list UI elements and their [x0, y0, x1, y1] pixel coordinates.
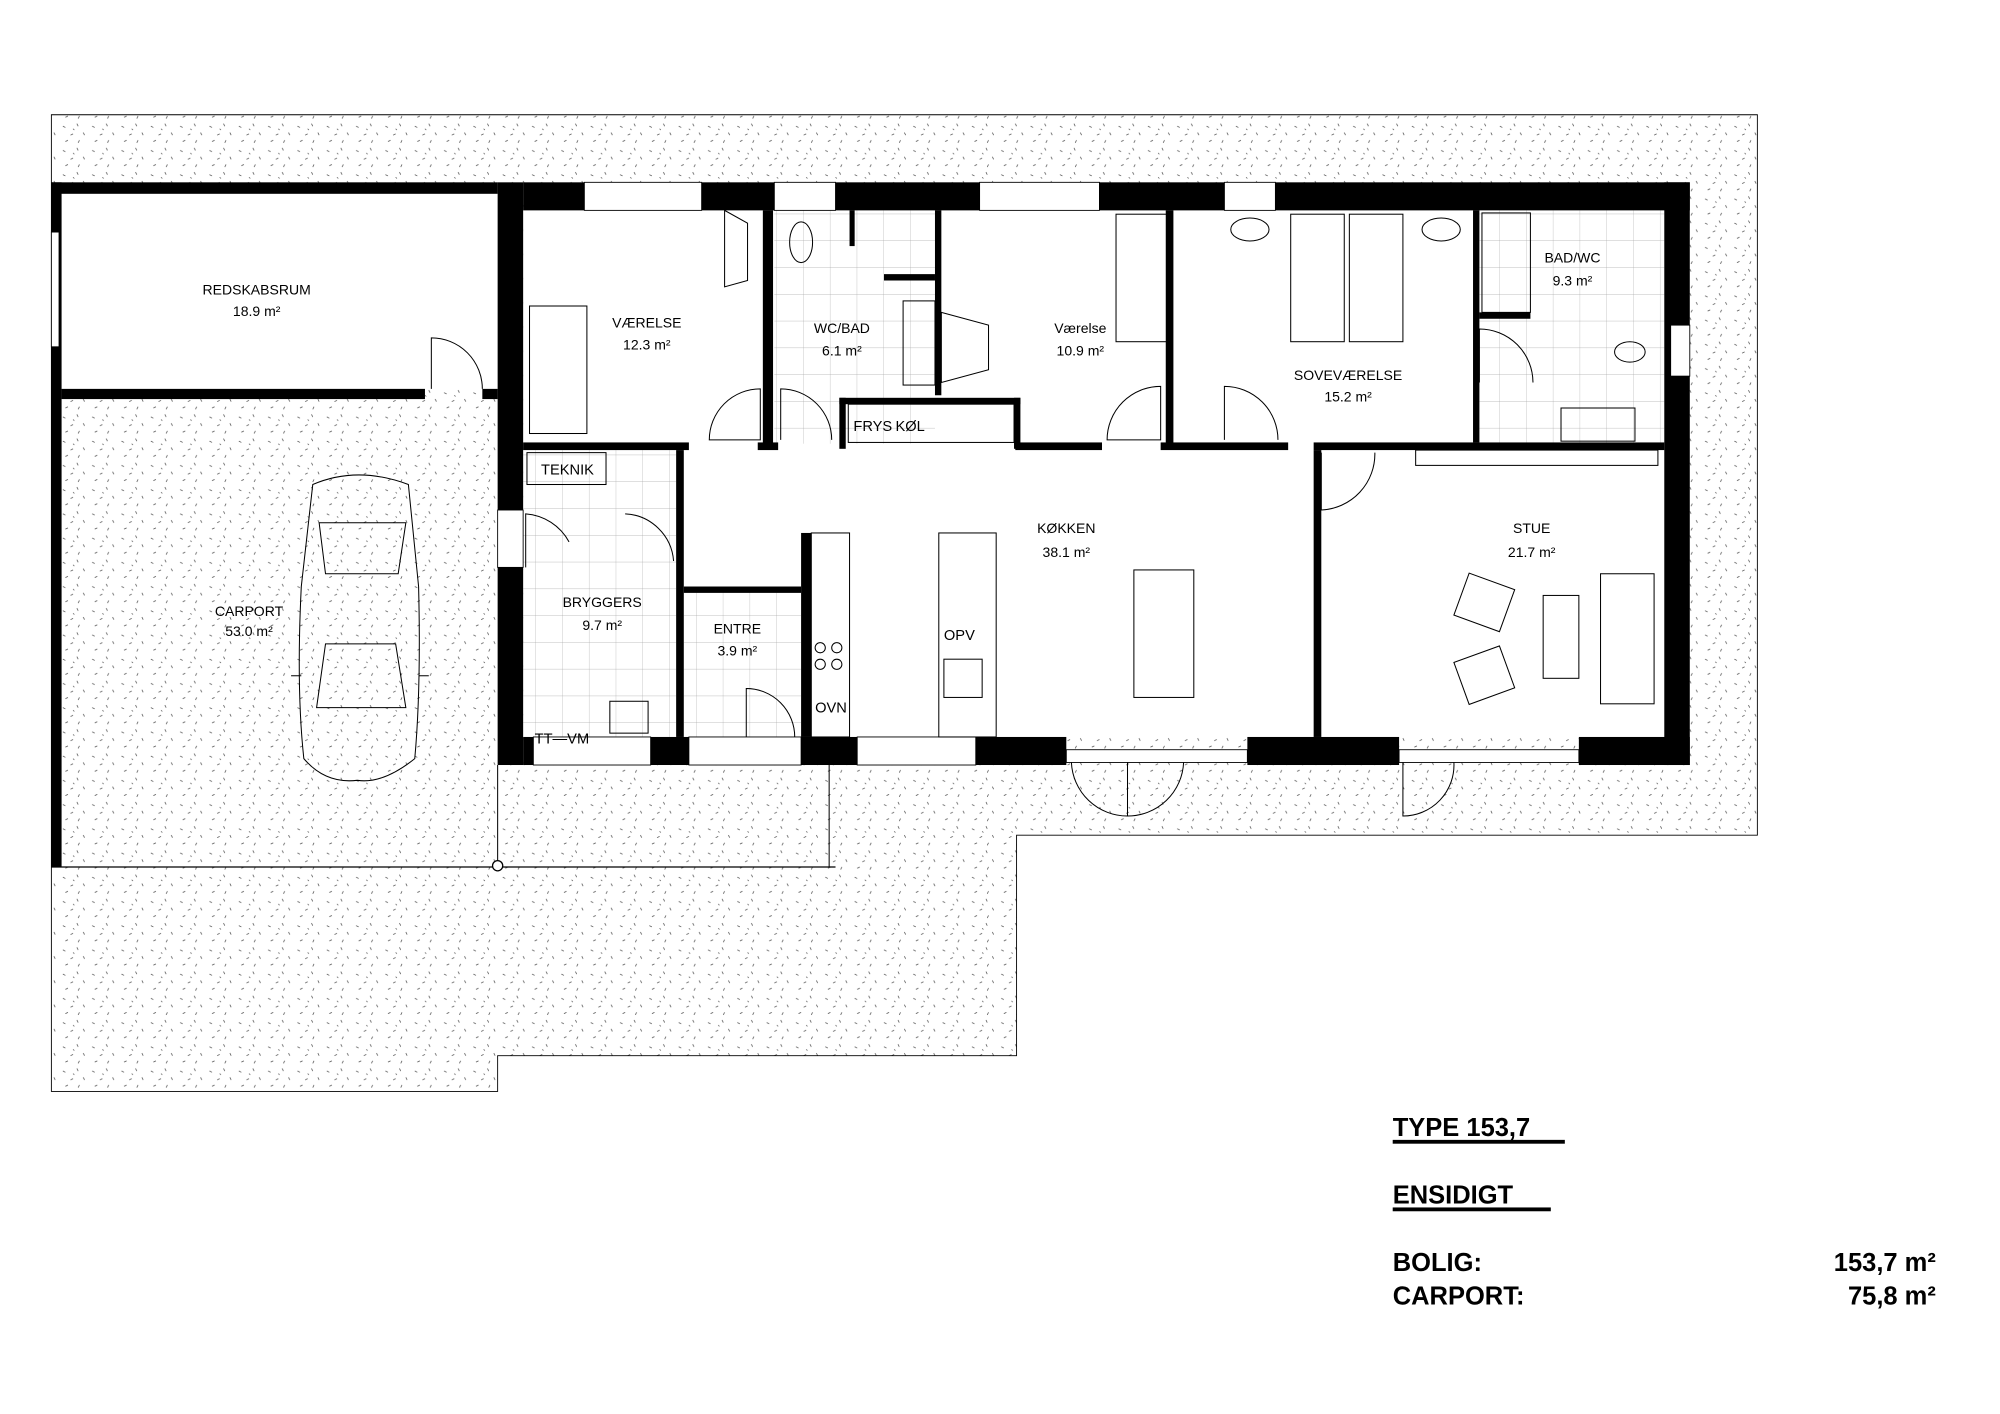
- room-area-bryggers: 9.7 m²: [582, 617, 622, 633]
- label-ovn: OVN: [815, 701, 847, 717]
- doors[interactable]: [525, 328, 1534, 737]
- room-area-koekken: 38.1 m²: [1043, 544, 1091, 560]
- shed-walls: [50, 182, 498, 868]
- room-name-redskabsrum: REDSKABSRUM: [203, 282, 311, 298]
- room-area-vaerelse2: 10.9 m²: [1057, 343, 1105, 359]
- shed-interior: [61, 193, 498, 389]
- interior-walls: [523, 210, 1665, 737]
- room-area-redskabsrum: 18.9 m²: [233, 303, 281, 319]
- variant-title: ENSIDIGT: [1393, 1182, 1514, 1210]
- label-frys: FRYS: [853, 419, 892, 435]
- wcbad-tiles: [774, 210, 935, 444]
- type-title: TYPE 153,7: [1393, 1114, 1531, 1142]
- car-icon: [291, 474, 429, 782]
- room-name-vaerelse1: VÆRELSE: [612, 315, 681, 331]
- exterior-walls: [497, 181, 1691, 817]
- label-teknik: TEKNIK: [541, 462, 594, 478]
- bolig-value: 153,7 m²: [1834, 1249, 1936, 1277]
- carport-label: CARPORT:: [1393, 1282, 1525, 1310]
- summary-block: TYPE 153,7 ENSIDIGT BOLIG: 153,7 m² CARP…: [1392, 1114, 1936, 1310]
- furniture: [526, 209, 1659, 738]
- room-name-entre: ENTRE: [714, 621, 762, 637]
- room-name-stue: STUE: [1513, 520, 1550, 536]
- badwc-tiles: [1479, 210, 1665, 444]
- room-labels: REDSKABSRUM 18.9 m² VÆRELSE 12.3 m² WC/B…: [203, 250, 1601, 659]
- room-name-wcbad: WC/BAD: [814, 320, 870, 336]
- room-area-vaerelse1: 12.3 m²: [623, 336, 671, 352]
- room-name-bryggers: BRYGGERS: [563, 594, 642, 610]
- room-area-wcbad: 6.1 m²: [822, 343, 862, 359]
- room-name-sovevaerelse: SOVEVÆRELSE: [1294, 367, 1402, 383]
- room-name-badwc: BAD/WC: [1544, 250, 1600, 266]
- bolig-label: BOLIG:: [1393, 1249, 1482, 1277]
- room-name-koekken: KØKKEN: [1037, 520, 1095, 536]
- entre-tiles: [683, 589, 802, 737]
- room-area-stue: 21.7 m²: [1508, 544, 1556, 560]
- room-name-vaerelse2: Værelse: [1054, 320, 1106, 336]
- bryggers-tiles: [523, 450, 677, 737]
- fixture-labels: TEKNIK FRYS KØL OPV OVN TT—VM: [535, 419, 975, 747]
- label-opv: OPV: [944, 628, 975, 644]
- room-area-entre: 3.9 m²: [717, 642, 757, 658]
- room-area-sovevaerelse: 15.2 m²: [1324, 389, 1372, 405]
- room-area-carport: 53.0 m²: [225, 623, 273, 639]
- carport-value: 75,8 m²: [1848, 1282, 1936, 1310]
- label-koel: KØL: [895, 419, 924, 435]
- label-tt-vm: TT—VM: [535, 731, 590, 747]
- room-name-carport: CARPORT: [215, 603, 284, 619]
- room-area-badwc: 9.3 m²: [1553, 273, 1593, 289]
